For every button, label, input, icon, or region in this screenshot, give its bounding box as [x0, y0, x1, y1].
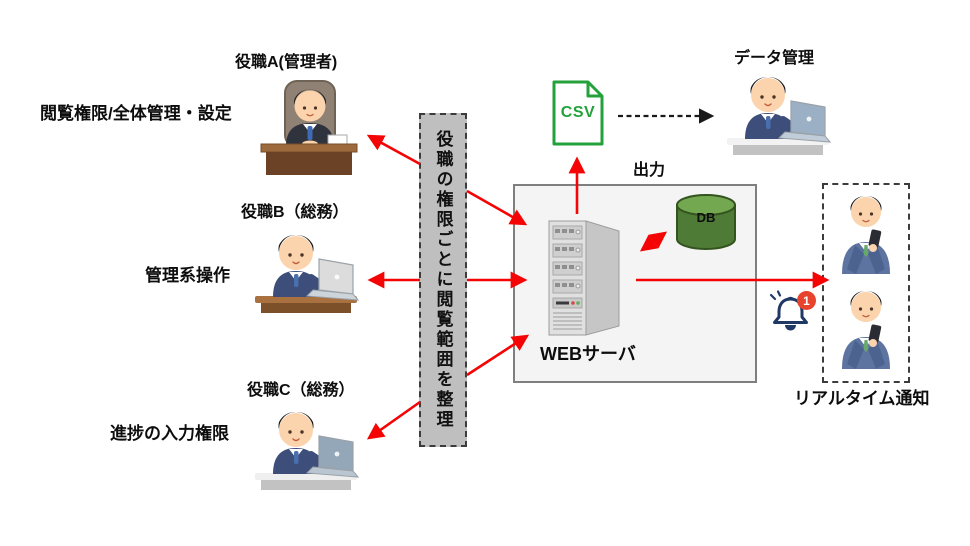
notification-badge: 1 — [797, 291, 816, 310]
server-tower-icon — [548, 220, 620, 336]
person-data-manager-laptop-illustration — [725, 68, 831, 156]
permission-label-role-a: 閲覧権限/全体管理・設定 — [40, 104, 232, 123]
arrow-pipeline-to-role-a — [366, 134, 421, 166]
role-b-title: 役職B（総務） — [241, 204, 349, 221]
csv-file-icon: CSV — [552, 80, 604, 146]
realtime-notification-label: リアルタイム通知 — [794, 389, 930, 408]
pipeline-text: 役職の権限ごとに閲覧範囲を整理 — [433, 130, 453, 430]
person-role-b-laptop-illustration — [253, 226, 359, 314]
permission-label-role-c: 進捗の入力権限 — [110, 424, 229, 443]
role-a-title: 役職A(管理者) — [235, 54, 338, 71]
person-phone-user-2-illustration — [837, 285, 895, 369]
web-server-label: WEBサーバ — [540, 344, 636, 364]
notification-badge-count: 1 — [803, 293, 810, 308]
person-role-a-manager-illustration — [258, 78, 360, 176]
person-role-c-laptop-illustration — [253, 403, 359, 491]
permission-label-role-b: 管理系操作 — [145, 266, 230, 285]
database-label: DB — [696, 210, 716, 225]
data-manager-label: データ管理 — [734, 50, 815, 67]
arrow-pipeline-to-role-c — [366, 400, 421, 440]
database-cylinder-icon: DB — [673, 193, 739, 253]
role-c-title: 役職C（総務） — [247, 382, 355, 399]
csv-label: CSV — [560, 104, 596, 121]
pipeline-gray-box: 役職の権限ごとに閲覧範囲を整理 — [419, 113, 467, 447]
output-label: 出力 — [633, 162, 666, 179]
person-phone-user-1-illustration — [837, 190, 895, 274]
